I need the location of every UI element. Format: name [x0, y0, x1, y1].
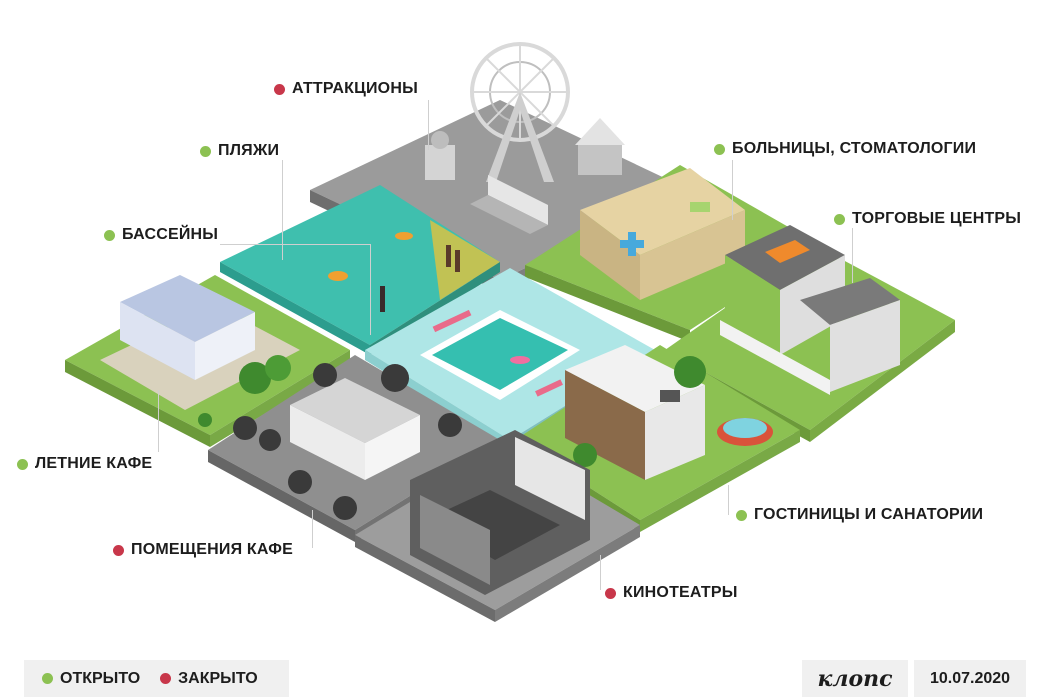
status-dot-open — [200, 145, 211, 157]
label-pools-text: БАССЕЙНЫ — [122, 226, 219, 243]
label-pools: БАССЕЙНЫ — [104, 226, 218, 244]
label-indoor-cafes-text: ПОМЕЩЕНИЯ КАФЕ — [131, 541, 293, 558]
label-hospitals-text: БОЛЬНИЦЫ, СТОМАТОЛОГИИ — [732, 140, 977, 157]
leader-summer-cafes — [158, 390, 159, 452]
status-dot-closed — [113, 544, 124, 556]
legend-open-dot — [42, 673, 53, 684]
leader-attractions — [428, 100, 429, 150]
leader-hospitals — [732, 160, 733, 220]
legend: ОТКРЫТО ЗАКРЫТО — [24, 660, 289, 697]
label-attractions: АТТРАКЦИОНЫ — [274, 80, 418, 98]
tile-cinemas — [355, 430, 640, 622]
label-indoor-cafes: ПОМЕЩЕНИЯ КАФЕ — [113, 541, 293, 559]
brand-logo: клопс — [802, 660, 908, 697]
leader-beaches — [282, 160, 283, 260]
leader-indoor-cafes — [312, 510, 313, 548]
leader-hotels — [728, 485, 729, 515]
label-summer-cafes-text: ЛЕТНИЕ КАФЕ — [35, 455, 153, 472]
tile-summer-cafes — [65, 275, 350, 447]
label-cinemas-text: КИНОТЕАТРЫ — [623, 584, 738, 601]
status-dot-open — [736, 509, 747, 521]
legend-closed-label: ЗАКРЫТО — [178, 669, 258, 687]
status-dot-open — [104, 229, 115, 241]
leader-cinemas — [600, 555, 601, 590]
label-attractions-text: АТТРАКЦИОНЫ — [292, 80, 418, 97]
status-dot-open — [834, 213, 845, 225]
status-dot-open — [17, 458, 28, 470]
legend-open-label: ОТКРЫТО — [60, 669, 141, 687]
legend-closed-dot — [160, 673, 172, 684]
legend-open: ОТКРЫТО — [42, 670, 140, 688]
leader-malls — [852, 228, 853, 283]
publication-date: 10.07.2020 — [914, 660, 1026, 697]
leader-pools — [220, 244, 371, 335]
label-hotels-text: ГОСТИНИЦЫ И САНАТОРИИ — [754, 506, 984, 523]
label-malls-text: ТОРГОВЫЕ ЦЕНТРЫ — [852, 210, 1022, 227]
status-dot-closed — [605, 587, 616, 599]
label-summer-cafes: ЛЕТНИЕ КАФЕ — [17, 455, 152, 473]
status-dot-open — [714, 143, 725, 155]
legend-closed: ЗАКРЫТО — [160, 670, 258, 688]
label-hotels: ГОСТИНИЦЫ И САНАТОРИИ — [736, 506, 983, 524]
label-cinemas: КИНОТЕАТРЫ — [605, 584, 738, 602]
status-dot-closed — [274, 83, 285, 95]
label-malls: ТОРГОВЫЕ ЦЕНТРЫ — [834, 210, 1021, 228]
label-beaches-text: ПЛЯЖИ — [218, 142, 280, 159]
tile-indoor-cafes — [208, 355, 500, 542]
label-hospitals: БОЛЬНИЦЫ, СТОМАТОЛОГИИ — [714, 140, 976, 158]
label-beaches: ПЛЯЖИ — [200, 142, 279, 160]
